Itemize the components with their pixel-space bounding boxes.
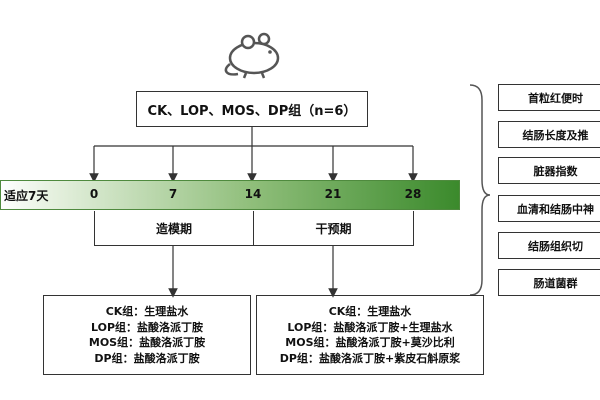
measurement-item: 血清和结肠中神 bbox=[498, 195, 600, 222]
intervention-group-mos: MOS组：盐酸洛派丁胺+莫沙比利 bbox=[285, 336, 455, 349]
modeling-group-ck: CK组：生理盐水 bbox=[105, 305, 189, 318]
modeling-group-mos: MOS组：盐酸洛派丁胺 bbox=[88, 336, 206, 349]
measurement-item: 结肠组织切 bbox=[498, 232, 600, 259]
mouse-icon bbox=[224, 32, 280, 79]
modeling-group-lop: LOP组：盐酸洛派丁胺 bbox=[90, 320, 204, 334]
modeling-detail-box: CK组：生理盐水 LOP组：盐酸洛派丁胺 MOS组：盐酸洛派丁胺 DP组：盐酸洛… bbox=[43, 295, 251, 375]
intervention-detail-box: CK组：生理盐水 LOP组：盐酸洛派丁胺+生理盐水 MOS组：盐酸洛派丁胺+莫沙… bbox=[256, 295, 484, 375]
timeline-day-28: 28 bbox=[404, 187, 422, 201]
timeline-day-7: 7 bbox=[168, 187, 178, 201]
modeling-group-dp: DP组：盐酸洛派丁胺 bbox=[94, 351, 200, 365]
measurement-item: 结肠长度及推 bbox=[498, 121, 600, 148]
phase-intervention: 干预期 bbox=[253, 211, 414, 246]
timeline-day-0: 0 bbox=[89, 187, 99, 201]
groups-box: CK、LOP、MOS、DP组（n=6） bbox=[136, 91, 368, 127]
measurement-item: 肠道菌群 bbox=[498, 269, 600, 296]
groups-label: CK、LOP、MOS、DP组（n=6） bbox=[147, 103, 357, 119]
right-bracket bbox=[469, 84, 491, 296]
timeline-day-21: 21 bbox=[324, 187, 342, 201]
phase-intervention-label: 干预期 bbox=[315, 221, 352, 236]
intervention-group-ck: CK组：生理盐水 bbox=[328, 305, 412, 318]
phase-modeling-label: 造模期 bbox=[155, 221, 192, 236]
phase-modeling: 造模期 bbox=[94, 211, 254, 246]
intervention-group-lop: LOP组：盐酸洛派丁胺+生理盐水 bbox=[287, 320, 453, 334]
timeline-bar bbox=[0, 180, 460, 210]
measurement-item: 首粒红便时 bbox=[498, 84, 600, 111]
intervention-group-dp: DP组：盐酸洛派丁胺+紫皮石斛原浆 bbox=[279, 351, 461, 365]
timeline-day-14: 14 bbox=[244, 187, 262, 201]
timeline-start-label: 适应7天 bbox=[4, 189, 49, 203]
measurement-item: 脏器指数 bbox=[498, 157, 600, 184]
